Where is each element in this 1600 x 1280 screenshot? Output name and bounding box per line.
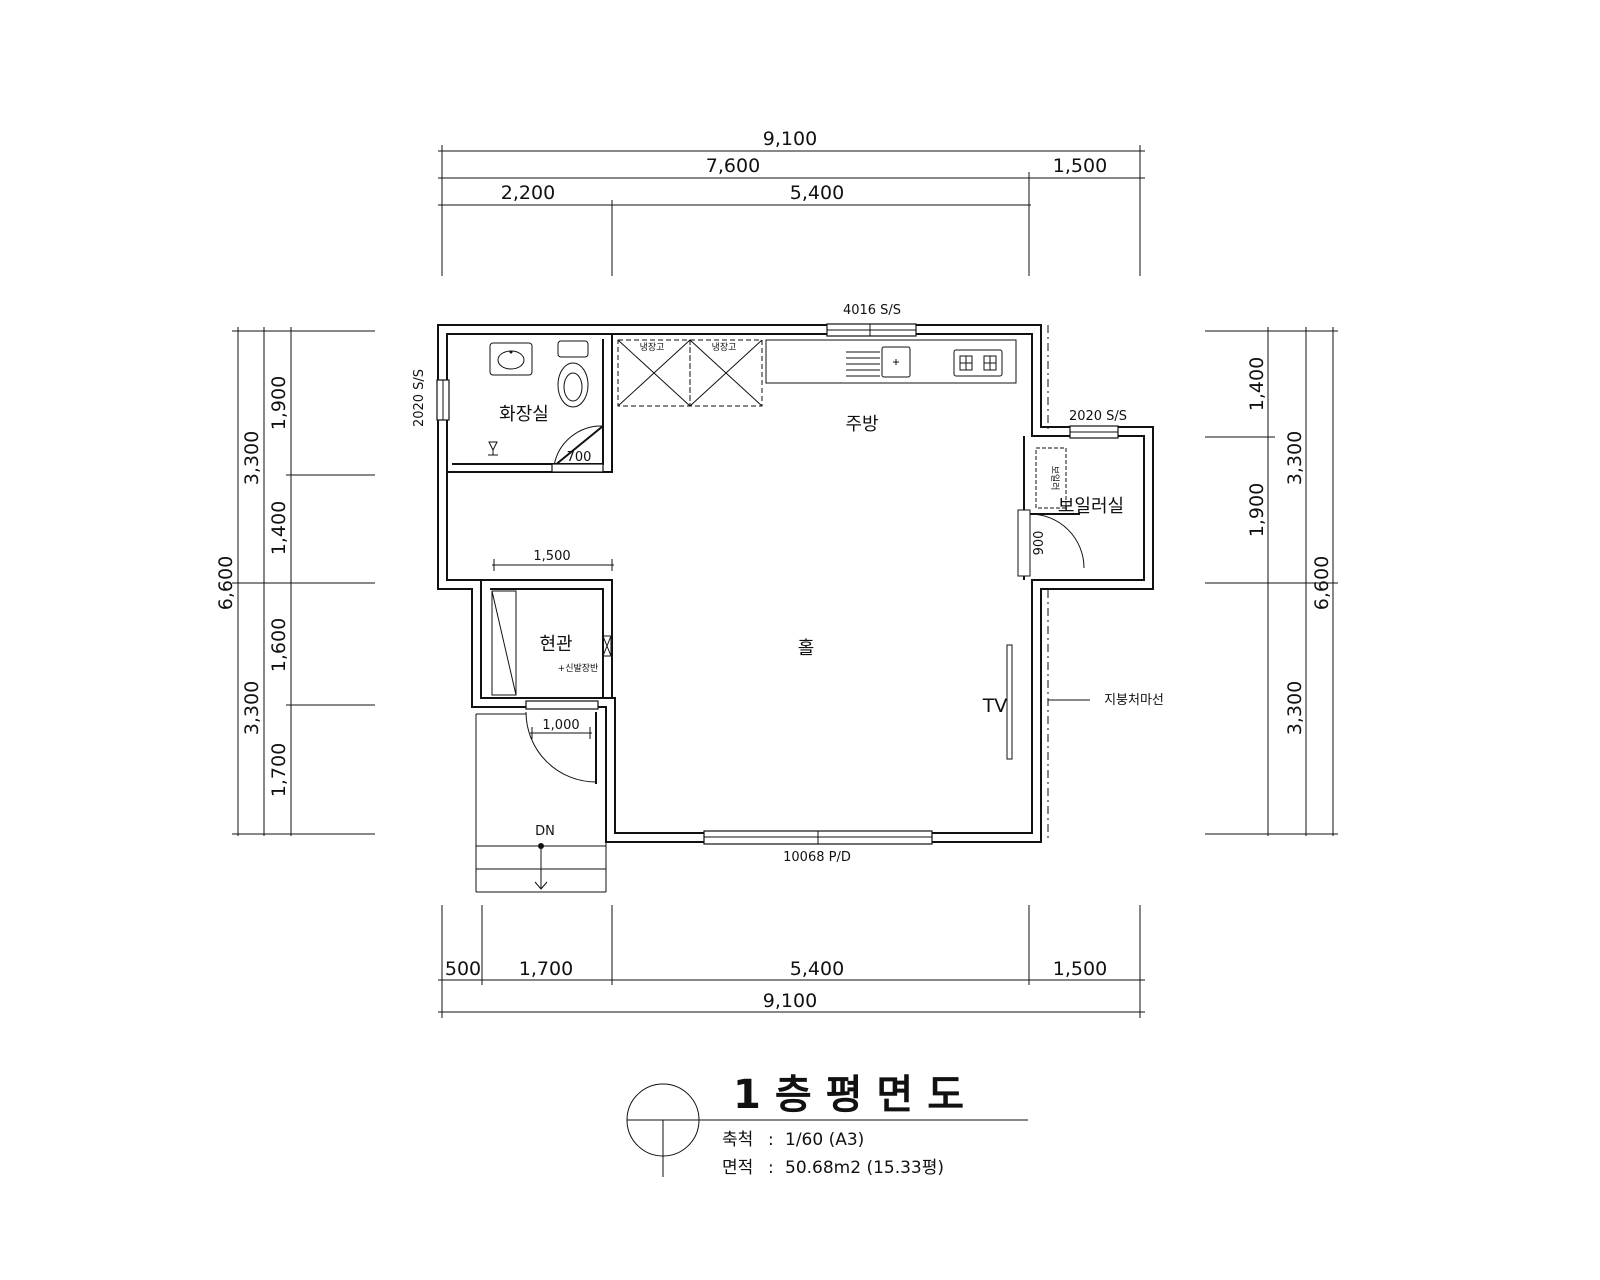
boiler-label: 보일러 xyxy=(1049,466,1060,491)
dim-right-upper-3300: 3,300 xyxy=(1284,431,1306,485)
scale-colon: : xyxy=(768,1130,774,1150)
roof-line-label: 지붕처마선 xyxy=(1104,693,1164,708)
dim-right-1400: 1,400 xyxy=(1246,357,1268,411)
top-window xyxy=(826,323,917,337)
dim-bottom-1700: 1,700 xyxy=(519,958,573,980)
dim-left-1600: 1,600 xyxy=(268,618,290,672)
entrance-closet xyxy=(491,590,612,696)
bathroom-fixtures xyxy=(488,340,589,456)
area-label: 면적 xyxy=(722,1158,753,1178)
fridge-1-label: 냉장고 xyxy=(640,342,665,353)
drawing-title: 1층평면도 xyxy=(733,1072,978,1118)
walls xyxy=(437,324,1154,843)
room-entrance: 현관 xyxy=(539,634,572,655)
room-boiler: 보일러실 xyxy=(1058,496,1124,517)
dim-boiler-door: 900 xyxy=(1032,531,1047,556)
left-dimensions xyxy=(232,327,375,836)
scale-label: 축척 xyxy=(722,1130,753,1150)
dim-right-lower-3300: 3,300 xyxy=(1284,681,1306,735)
kitchen-counter xyxy=(765,339,1017,384)
dim-top-2200: 2,200 xyxy=(501,182,555,204)
window-left-label: 2020 S/S xyxy=(412,369,427,427)
right-dimensions xyxy=(1205,327,1338,836)
dim-bottom-1500: 1,500 xyxy=(1053,958,1107,980)
refrigerators xyxy=(617,339,763,407)
dim-right-1900: 1,900 xyxy=(1246,483,1268,537)
dim-right-overall: 6,600 xyxy=(1311,556,1333,610)
dim-top-7600: 7,600 xyxy=(706,155,760,177)
boiler-unit xyxy=(1035,447,1067,509)
area-value: 50.68m2 (15.33평) xyxy=(785,1158,944,1178)
boiler-window xyxy=(1069,425,1119,439)
tv-label: TV xyxy=(982,695,1008,717)
dim-left-lower-3300: 3,300 xyxy=(241,681,263,735)
dim-top-5400: 5,400 xyxy=(790,182,844,204)
bottom-dimensions xyxy=(438,905,1145,1018)
dim-bath-door: 700 xyxy=(567,450,592,465)
entrance-door xyxy=(525,700,599,784)
dim-bottom-overall: 9,100 xyxy=(763,990,817,1012)
fridge-2-label: 냉장고 xyxy=(712,342,737,353)
dim-entrance-width: 1,500 xyxy=(533,549,570,564)
dim-left-1400: 1,400 xyxy=(268,501,290,555)
room-bathroom: 화장실 xyxy=(499,404,549,425)
dim-left-upper-3300: 3,300 xyxy=(241,431,263,485)
window-top-label: 4016 S/S xyxy=(843,303,901,318)
tv-unit xyxy=(1006,644,1013,760)
boiler-door xyxy=(1017,509,1085,577)
entrance-dimension xyxy=(492,559,614,571)
dim-top-overall: 9,100 xyxy=(763,128,817,150)
dim-bottom-500: 500 xyxy=(445,958,481,980)
dim-left-1700: 1,700 xyxy=(268,743,290,797)
dim-entrance-door: 1,000 xyxy=(542,718,579,733)
dim-left-overall: 6,600 xyxy=(215,556,237,610)
left-window xyxy=(436,379,450,421)
dim-bottom-5400: 5,400 xyxy=(790,958,844,980)
shoe-cabinet-label: +신발장반 xyxy=(558,663,599,674)
bathroom-door xyxy=(551,425,604,473)
porch-stairs xyxy=(475,713,607,893)
window-boiler-label: 2020 S/S xyxy=(1069,409,1127,424)
area-colon: : xyxy=(768,1158,774,1178)
room-hall: 홀 xyxy=(798,638,815,659)
roof-eave-line xyxy=(1047,325,1090,842)
top-dimensions xyxy=(438,145,1145,276)
dim-left-1900: 1,900 xyxy=(268,376,290,430)
scale-value: 1/60 (A3) xyxy=(785,1130,864,1150)
bottom-patio-door xyxy=(703,830,933,845)
title-block xyxy=(626,1083,1028,1177)
stairs-down-label: DN xyxy=(535,824,555,839)
door-bottom-label: 10068 P/D xyxy=(783,850,851,865)
dim-top-1500: 1,500 xyxy=(1053,155,1107,177)
room-kitchen: 주방 xyxy=(845,414,878,435)
